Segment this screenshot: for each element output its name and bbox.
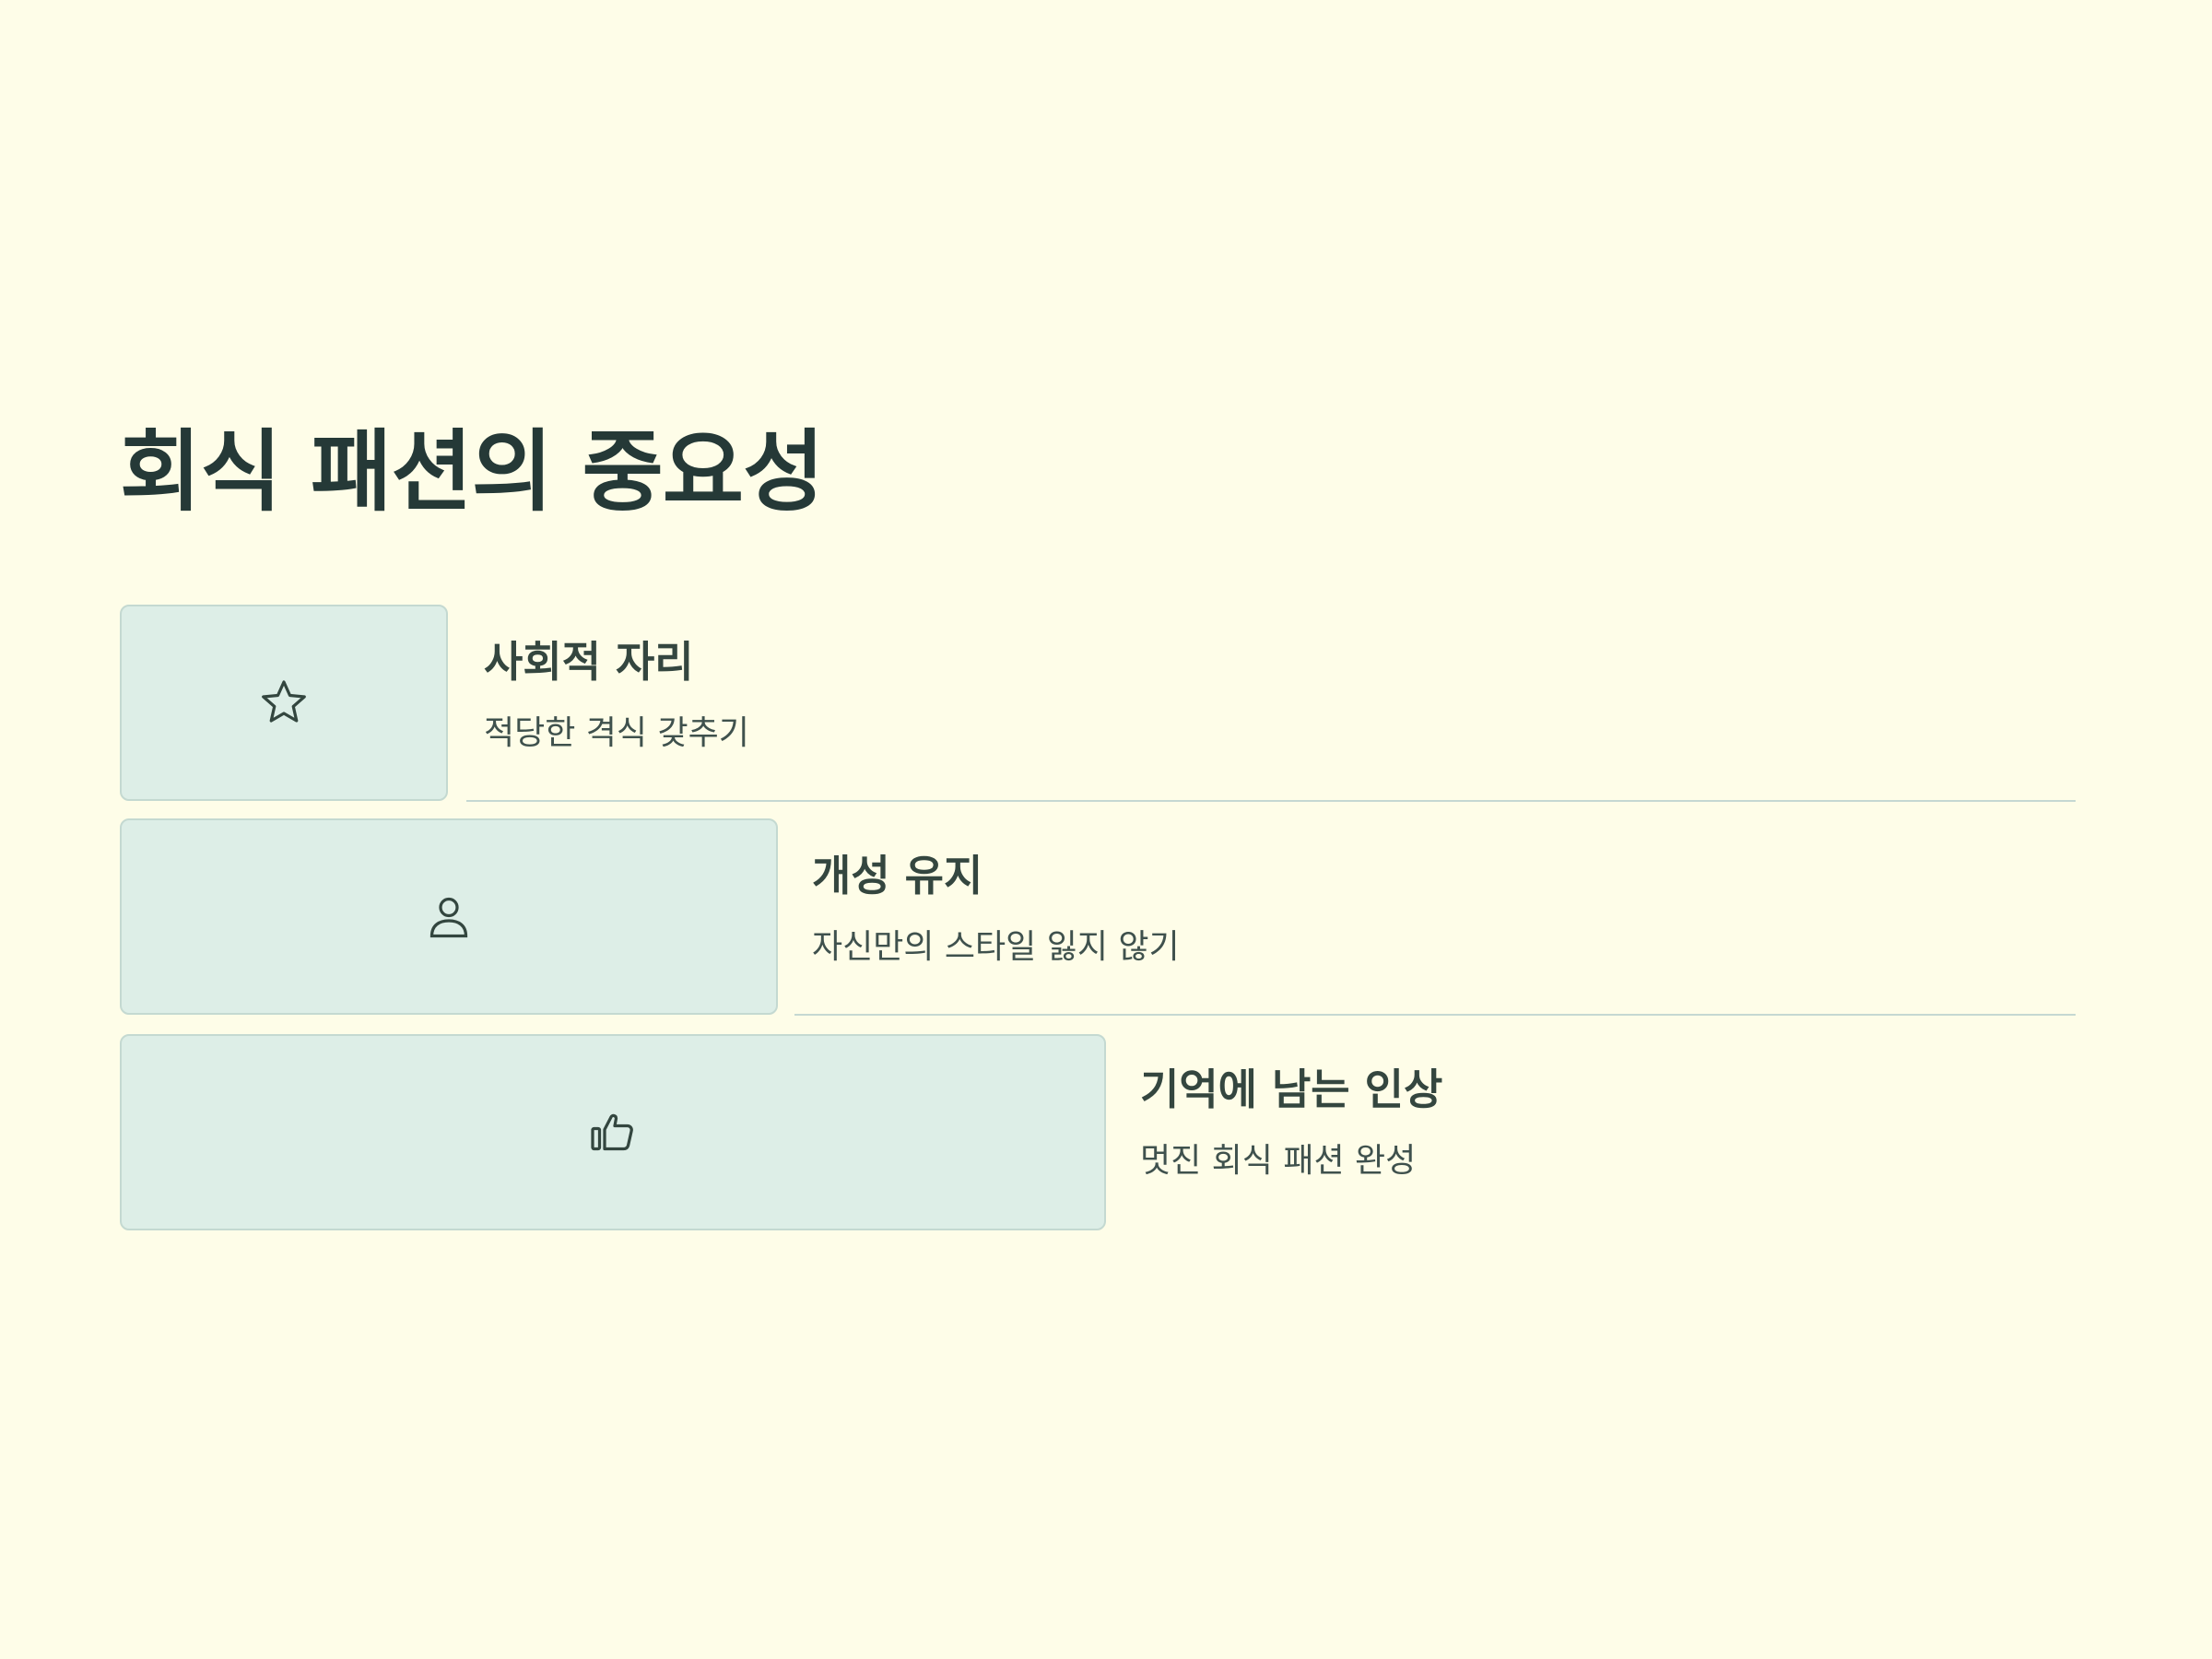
row-divider [466, 800, 2076, 802]
row-divider [794, 1014, 2076, 1016]
item-box-social-occasion [120, 605, 448, 801]
item-title-social-occasion: 사회적 자리 [484, 637, 694, 687]
thumbs-up-icon [585, 1105, 641, 1160]
person-icon [421, 889, 477, 945]
item-box-memorable-impression [120, 1034, 1106, 1230]
item-desc-social-occasion: 적당한 격식 갖추기 [484, 714, 749, 752]
page-title: 회식 패션의 중요성 [120, 420, 824, 524]
item-desc-keep-individuality: 자신만의 스타일 잃지 않기 [812, 928, 1180, 966]
item-title-memorable-impression: 기억에 남는 인상 [1140, 1065, 1443, 1114]
item-title-keep-individuality: 개성 유지 [812, 851, 983, 900]
item-desc-memorable-impression: 멋진 회식 패션 완성 [1140, 1142, 1417, 1180]
item-box-keep-individuality [120, 818, 778, 1015]
star-icon [256, 676, 312, 731]
